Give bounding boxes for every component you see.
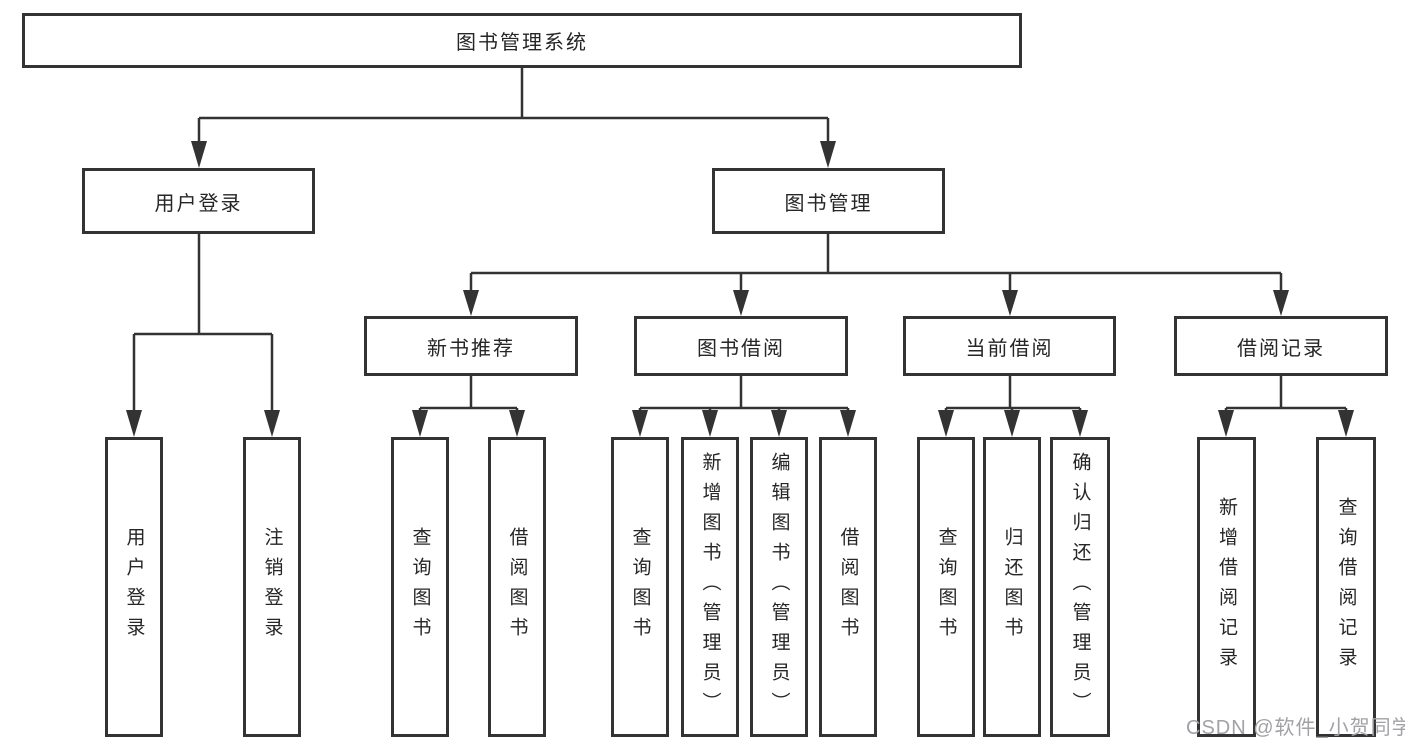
node-book-management: 图书管理 bbox=[712, 168, 945, 234]
leaf-query-borrow-record: 查询借阅记录 bbox=[1316, 437, 1376, 737]
node-user-login: 用户登录 bbox=[82, 168, 315, 234]
leaf-add-borrow-record: 新增借阅记录 bbox=[1197, 437, 1256, 737]
watermark: CSDN @软件_小贺同学 bbox=[1186, 717, 1405, 739]
node-current-borrow: 当前借阅 bbox=[903, 316, 1116, 376]
leaf-query-books-borrow: 查询图书 bbox=[611, 437, 669, 737]
leaf-edit-books-admin: 编辑图书（管理员） bbox=[750, 437, 808, 737]
leaf-borrow-books-recommend: 借阅图书 bbox=[488, 437, 546, 737]
leaf-borrow-books: 借阅图书 bbox=[819, 437, 877, 737]
arrowheads bbox=[126, 141, 1354, 437]
leaf-logout: 注销登录 bbox=[243, 437, 301, 737]
leaf-user-login: 用户登录 bbox=[105, 437, 163, 737]
leaf-confirm-return-admin: 确认归还（管理员） bbox=[1050, 437, 1110, 737]
node-root: 图书管理系统 bbox=[22, 13, 1022, 68]
node-borrow-records: 借阅记录 bbox=[1174, 316, 1388, 376]
leaf-query-books-current: 查询图书 bbox=[917, 437, 975, 737]
leaf-query-books-recommend: 查询图书 bbox=[391, 437, 449, 737]
node-book-borrow: 图书借阅 bbox=[634, 316, 848, 376]
node-new-book-recommend: 新书推荐 bbox=[364, 316, 578, 376]
leaf-add-books-admin: 新增图书（管理员） bbox=[681, 437, 739, 737]
leaf-return-books: 归还图书 bbox=[983, 437, 1041, 737]
